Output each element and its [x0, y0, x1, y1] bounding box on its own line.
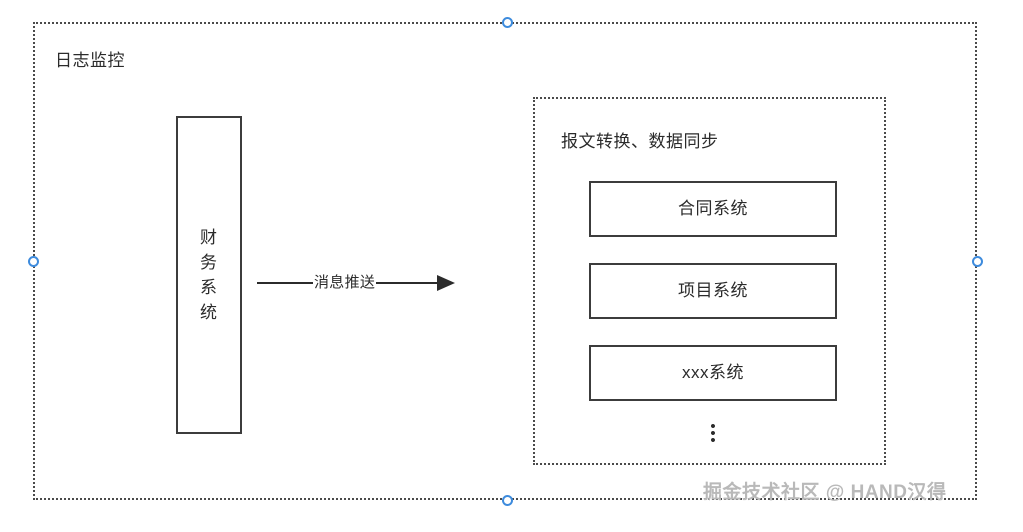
selection-handle-bottom-center[interactable]	[502, 495, 513, 506]
system-box-project[interactable]: 项目系统	[589, 263, 837, 319]
selection-handle-right-center[interactable]	[972, 256, 983, 267]
selection-handle-left-center[interactable]	[28, 256, 39, 267]
system-box-list: 合同系统 项目系统 xxx系统 •••	[589, 181, 837, 449]
arrow-line-right	[376, 282, 439, 284]
arrow-line-left	[257, 282, 313, 284]
finance-system-box[interactable]: 财务系统	[176, 116, 242, 434]
system-box-label: 合同系统	[678, 199, 748, 218]
system-box-label: 项目系统	[678, 281, 748, 300]
selection-handle-top-center[interactable]	[502, 17, 513, 28]
watermark: 掘金技术社区 @ HAND汉得	[703, 482, 947, 503]
outer-group-container[interactable]: 日志监控 财务系统 消息推送 报文转换、数据同步 合同系统 项目系统 xxx系统	[33, 22, 977, 500]
right-group-label: 报文转换、数据同步	[561, 132, 719, 151]
more-systems-ellipsis-icon: •••	[710, 418, 716, 449]
arrow-head-icon	[437, 275, 456, 291]
outer-group-label: 日志监控	[55, 51, 125, 70]
message-push-arrow[interactable]: 消息推送	[257, 270, 502, 296]
finance-system-label: 财务系统	[200, 228, 218, 322]
system-box-xxx[interactable]: xxx系统	[589, 345, 837, 401]
system-box-contract[interactable]: 合同系统	[589, 181, 837, 237]
system-box-label: xxx系统	[682, 363, 744, 382]
arrow-label: 消息推送	[314, 274, 376, 291]
right-group-container[interactable]: 报文转换、数据同步 合同系统 项目系统 xxx系统 •••	[533, 97, 886, 465]
